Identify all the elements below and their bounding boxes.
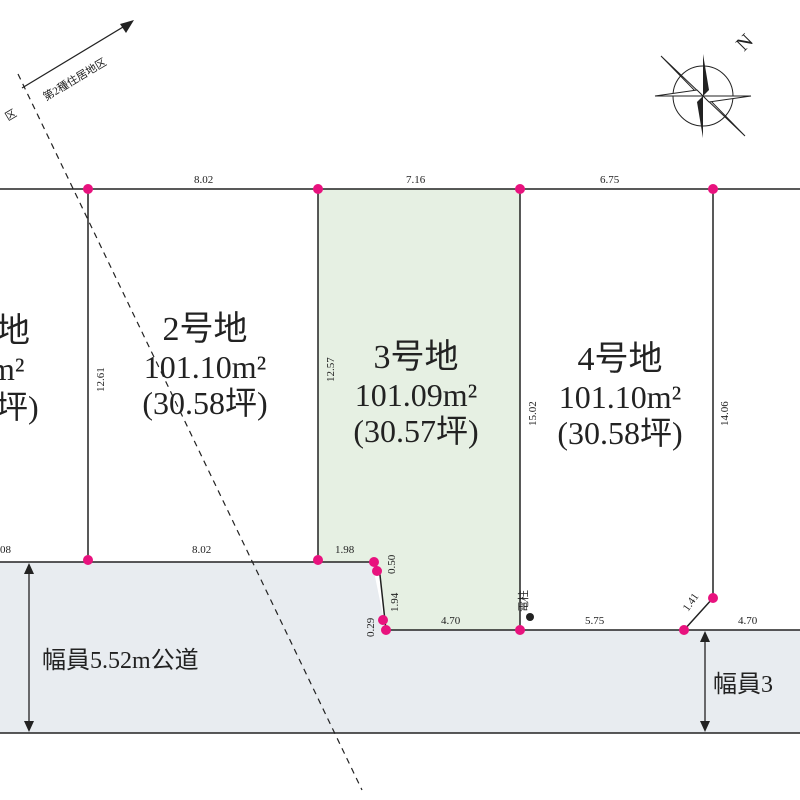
dim-left-lot-3: 12.57: [325, 357, 337, 382]
lot-1-label: 地 m² 坪): [0, 312, 39, 425]
dim-top-lot-4: 6.75: [600, 174, 620, 186]
utility-pole-label: 電柱: [516, 590, 530, 612]
dim-right-lot-4: 14.06: [719, 401, 731, 426]
utility-pole-icon: [526, 613, 534, 621]
zone-arrow-line: [21, 23, 129, 89]
vertex-point: [679, 625, 689, 635]
lot-3-label: 3号地 101.09m² (30.57坪): [353, 338, 478, 449]
vertex-point: [313, 555, 323, 565]
vertex-point: [381, 625, 391, 635]
vertex-point: [708, 184, 718, 194]
road-width-marker-right: [700, 631, 710, 732]
dim-left-lot-2: 12.61: [95, 367, 107, 392]
dim-top-lot-3: 7.16: [406, 174, 426, 186]
dim-right-road: 4.70: [738, 615, 758, 627]
north-label: N: [732, 30, 758, 56]
vertex-point: [515, 184, 525, 194]
svg-text:地: 地: [0, 312, 30, 350]
dim-bottom-lot-3a: 1.98: [335, 544, 355, 556]
svg-text:(30.58坪): (30.58坪): [142, 385, 267, 421]
vertex-point: [83, 555, 93, 565]
vertex-point: [313, 184, 323, 194]
svg-text:2号地: 2号地: [163, 310, 248, 348]
dim-bottom-lot-2: 8.02: [192, 544, 211, 556]
dim-bottom-left-edge: 08: [0, 544, 12, 556]
vertex-points: [83, 184, 718, 635]
zone-arrow-head-icon: [120, 20, 134, 33]
svg-text:4号地: 4号地: [578, 340, 663, 378]
svg-text:3号地: 3号地: [374, 338, 459, 376]
svg-text:101.10m²: 101.10m²: [559, 379, 681, 415]
north-compass-icon: [654, 48, 752, 140]
vertex-point: [372, 566, 382, 576]
lot-4-label: 4号地 101.10m² (30.58坪): [557, 340, 682, 451]
dim-v-050: 0.50: [386, 554, 398, 574]
zone-label-edge: 区: [3, 108, 19, 124]
zone-label: 第2種住居地区: [40, 55, 108, 104]
vertex-point: [83, 184, 93, 194]
lot-3-highlight: [318, 189, 520, 630]
svg-text:(30.57坪): (30.57坪): [353, 413, 478, 449]
zone-boundary-dashed-line: [17, 73, 363, 791]
dim-top-lot-2: 8.02: [194, 174, 213, 186]
dim-corner-lot-4: 1.41: [681, 591, 702, 614]
road-label-right: 幅員3: [713, 671, 773, 698]
svg-text:101.09m²: 101.09m²: [355, 377, 477, 413]
dim-bottom-lot-4: 5.75: [585, 615, 605, 627]
svg-text:m²: m²: [0, 351, 24, 387]
dim-v-029: 0.29: [365, 617, 377, 637]
vertex-point: [515, 625, 525, 635]
svg-text:(30.58坪): (30.58坪): [557, 415, 682, 451]
dim-v-194: 1.94: [389, 592, 401, 612]
road-width-marker-left: [24, 563, 34, 732]
vertex-point: [378, 615, 388, 625]
road-main-area: [0, 562, 800, 733]
lot-2-label: 2号地 101.10m² (30.58坪): [142, 310, 267, 421]
svg-text:坪): 坪): [0, 389, 39, 425]
dim-bottom-lot-3b: 4.70: [441, 615, 461, 627]
vertex-point: [369, 557, 379, 567]
vertex-point: [708, 593, 718, 603]
dim-right-lot-3: 15.02: [527, 401, 539, 426]
svg-text:101.10m²: 101.10m²: [144, 349, 266, 385]
road-label-main: 幅員5.52m公道: [42, 647, 199, 674]
